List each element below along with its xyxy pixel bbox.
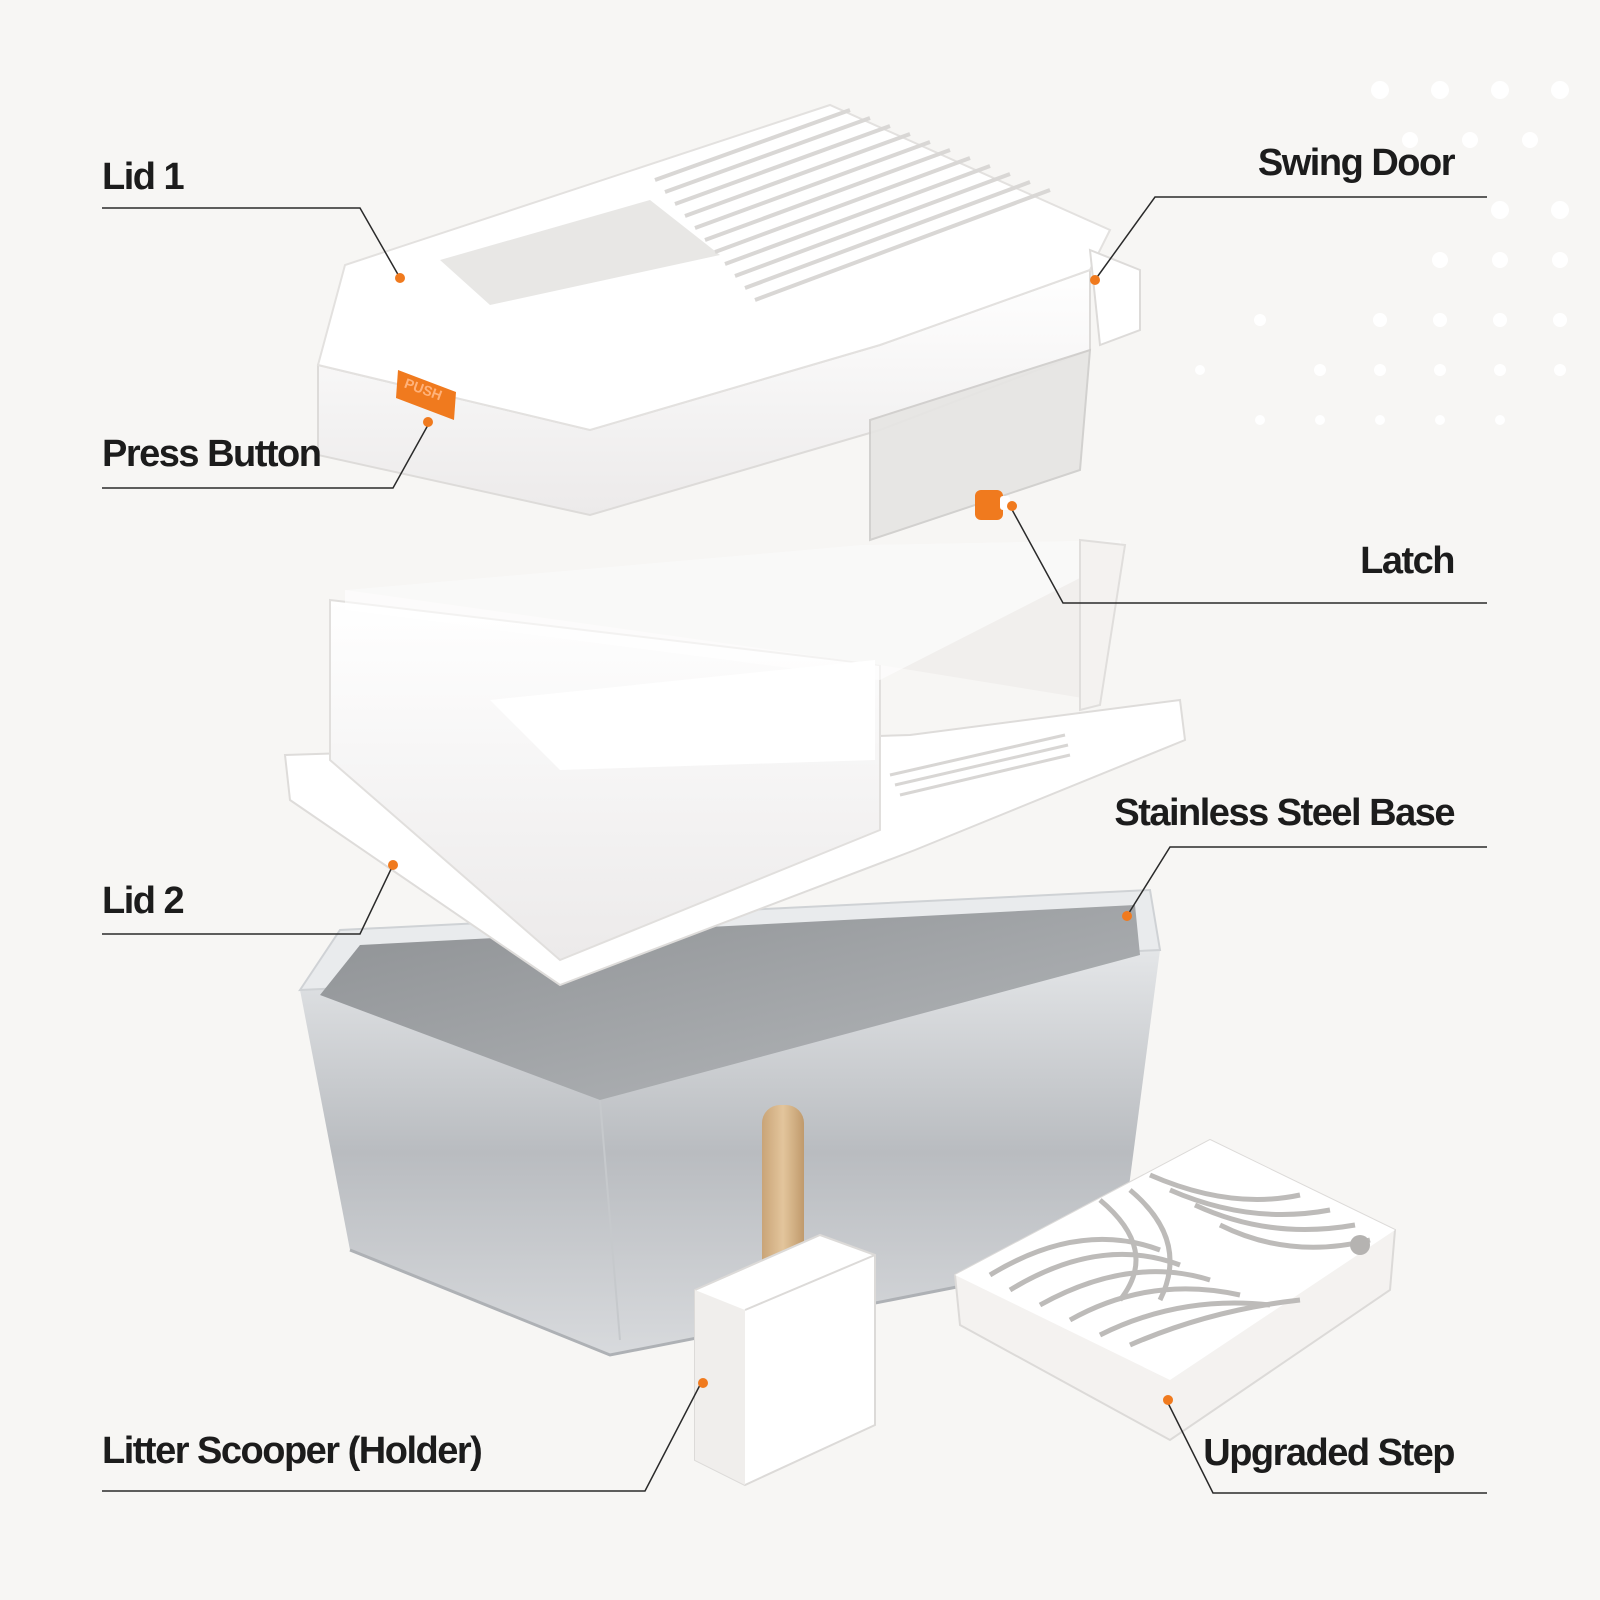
leader-swing-door xyxy=(1094,196,1487,281)
label-lid-2: Lid 2 xyxy=(102,880,185,922)
dot-upgraded-step xyxy=(1163,1395,1173,1405)
step-wave-pattern xyxy=(988,1172,1371,1348)
dot-latch xyxy=(1007,501,1017,511)
dot-lid1 xyxy=(395,273,405,283)
leader-lid2 xyxy=(102,864,394,935)
leader-press-button xyxy=(102,424,429,489)
decorative-dot-pattern xyxy=(1195,81,1569,425)
label-stainless-steel-base: Stainless Steel Base xyxy=(1114,792,1455,834)
dot-swing-door xyxy=(1090,275,1100,285)
label-lid-1: Lid 1 xyxy=(102,156,185,198)
label-litter-scooper: Litter Scooper (Holder) xyxy=(102,1430,483,1472)
lid2-vent-grill xyxy=(889,733,1071,797)
leader-lid1 xyxy=(102,207,401,279)
leader-upgraded-step xyxy=(1167,1402,1487,1494)
leader-lines xyxy=(102,196,1487,1494)
leader-stainless-base xyxy=(1126,846,1487,917)
leader-latch xyxy=(1009,505,1487,604)
latch xyxy=(975,490,1010,520)
label-latch: Latch xyxy=(1360,540,1455,582)
lid1-vent-slats xyxy=(654,108,1051,302)
lid-1 xyxy=(316,103,1141,542)
litter-scooper-holder xyxy=(694,1105,876,1487)
label-swing-door: Swing Door xyxy=(1257,142,1456,184)
dot-lid2 xyxy=(388,860,398,870)
lid-2 xyxy=(283,538,1187,987)
leader-litter-scooper xyxy=(102,1384,701,1492)
dot-press-button xyxy=(423,417,433,427)
label-press-button: Press Button xyxy=(102,433,322,475)
upgraded-step xyxy=(953,1138,1397,1442)
swing-door xyxy=(869,348,1092,542)
dot-stainless-base xyxy=(1122,911,1132,921)
dot-litter-scooper xyxy=(698,1378,708,1388)
stainless-steel-base xyxy=(298,888,1162,1357)
label-upgraded-step: Upgraded Step xyxy=(1203,1432,1455,1474)
callout-dots xyxy=(388,273,1173,1405)
